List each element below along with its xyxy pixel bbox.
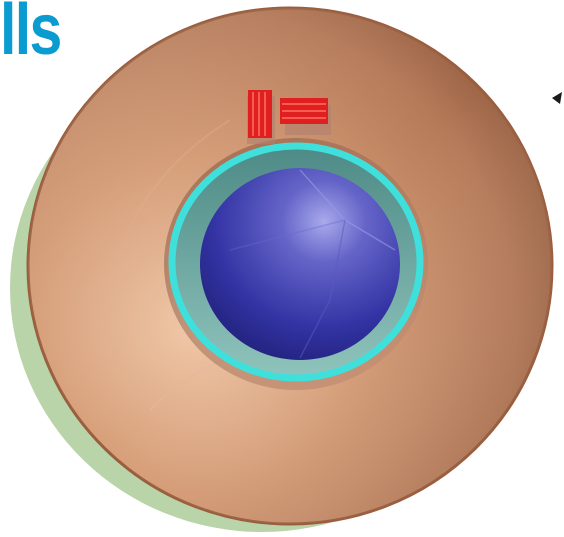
nucleus-sphere (200, 168, 400, 360)
corner-mark (552, 92, 562, 104)
